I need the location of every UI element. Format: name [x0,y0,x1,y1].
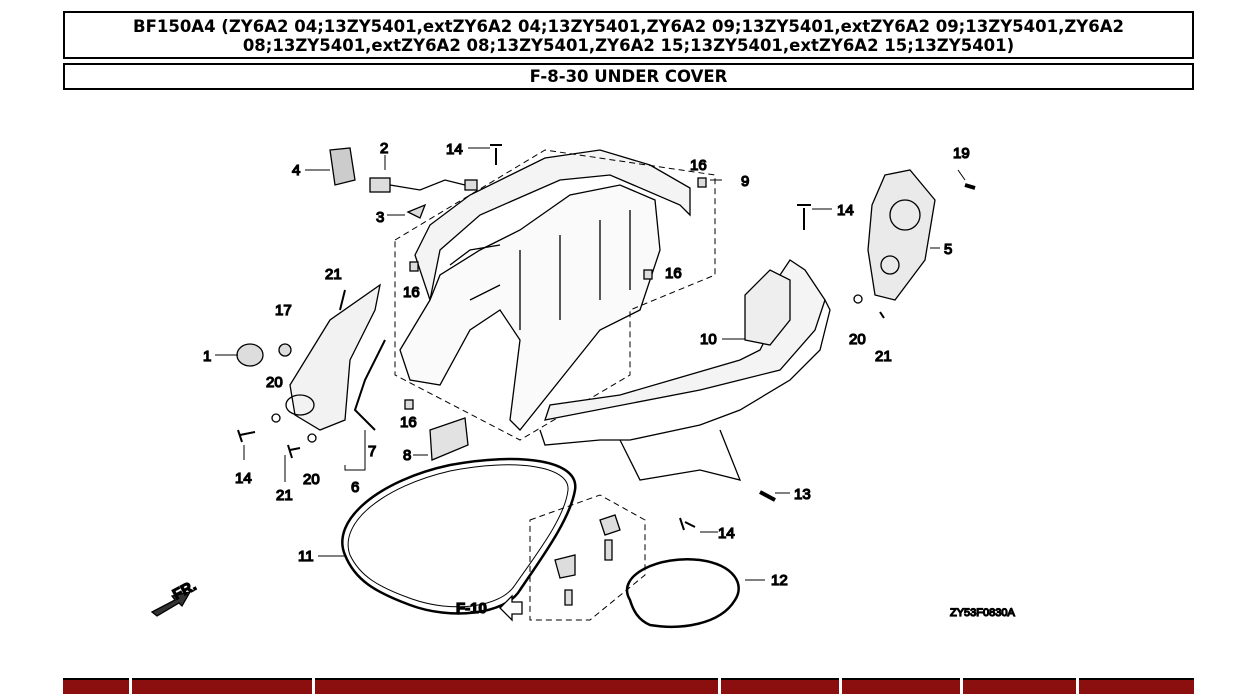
part-label-16: 16 [690,157,707,174]
apron-frame-part-9 [399,149,691,431]
drawing-code: ZY53F0830A [950,607,1015,619]
part-label-8: 8 [403,447,411,464]
part-label-21: 21 [875,348,892,365]
seal-part-12 [626,557,740,628]
part-label-14: 14 [235,470,252,487]
part-label-19: 19 [953,145,970,162]
part-label-12: 12 [771,572,788,589]
part-label-9: 9 [741,173,749,190]
ref-arrow-icon [499,594,523,622]
part-label-13: 13 [794,486,811,503]
part-label-14: 14 [446,141,463,158]
part-label-20: 20 [849,331,866,348]
part-label-6: 6 [351,479,359,496]
parts-table-header [63,678,1194,694]
side-panel-part-6 [285,283,386,431]
part-label-11: 11 [298,548,314,565]
part-label-10: 10 [700,331,717,348]
section-header: F-8-30 UNDER COVER [63,63,1194,90]
under-cover-part-10 [539,259,831,481]
part-label-16: 16 [665,265,682,282]
part-label-20: 20 [303,471,320,488]
reference-label[interactable]: F-10 [455,599,487,617]
part-label-4: 4 [292,162,300,179]
section-title: F-8-30 UNDER COVER [529,67,728,86]
table-header-cell [63,678,129,694]
grommet-part-4 [329,147,356,186]
table-header-cell [842,678,960,694]
table-header-cell [132,678,312,694]
table-header-cell [963,678,1076,694]
seal-part-11 [341,457,577,615]
part-label-17: 17 [275,302,292,319]
bracket-part-8 [429,417,469,461]
part-label-3: 3 [376,209,384,226]
rear-plate-part-5 [867,169,936,301]
part-label-7: 7 [368,443,376,460]
nut-part-17 [278,343,292,357]
part-label-21: 21 [276,487,293,504]
table-header-cell [315,678,718,694]
parts-diagram: 1 2 3 4 5 6 7 8 9 10 11 12 13 14 14 14 1… [150,139,1016,628]
part-label-14: 14 [718,525,735,542]
table-header-cell [1079,678,1194,694]
part-label-20: 20 [266,374,283,391]
part-label-16: 16 [403,284,420,301]
model-line: BF150A4 (ZY6A2 04;13ZY5401,extZY6A2 04;1… [133,17,1124,55]
table-header-cell [721,678,839,694]
harness-part-2 [369,177,478,193]
grommet-part-1 [236,343,264,367]
part-label-16: 16 [400,414,417,431]
part-label-21: 21 [325,266,342,283]
part-label-1: 1 [203,348,211,365]
part-label-14: 14 [837,202,854,219]
part-label-2: 2 [380,140,388,157]
part-label-5: 5 [944,241,952,258]
front-arrow-icon [150,591,192,617]
model-header: BF150A4 (ZY6A2 04;13ZY5401,extZY6A2 04;1… [63,11,1194,59]
clip-part-3 [406,203,427,219]
